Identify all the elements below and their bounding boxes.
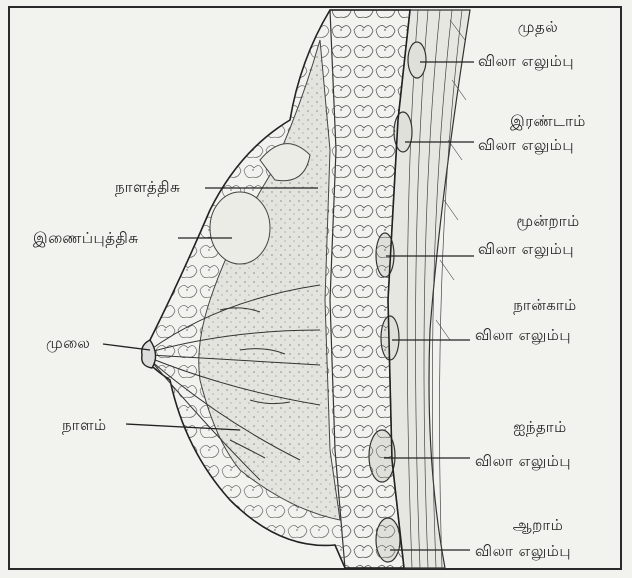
ducts-label: நாளம் [62,416,107,434]
rib-1-ordinal: முதல் [518,18,558,36]
nipple-label: முலை [46,334,90,352]
rib-3-name: விலா எலும்பு [478,240,574,258]
rib-4-ordinal: நான்காம் [513,296,577,314]
rib-6-ordinal: ஆறாம் [513,516,564,534]
rib-1-name: விலா எலும்பு [478,52,574,70]
connective-lobule [210,192,270,264]
rib-5-ordinal: ஐந்தாம் [513,418,566,436]
rib-4-name: விலா எலும்பு [475,326,571,344]
rib-5-name: விலா எலும்பு [475,452,571,470]
rib-2-name: விலா எலும்பு [478,136,574,154]
connective-tissue-label: இணைப்புத்திசு [33,229,139,247]
glandular-tissue-label: நாளத்திசு [115,178,180,196]
rib-3-ordinal: மூன்றாம் [516,212,579,230]
rib-2-ordinal: இரண்டாம் [510,112,586,130]
rib-6-name: விலா எலும்பு [475,542,571,560]
